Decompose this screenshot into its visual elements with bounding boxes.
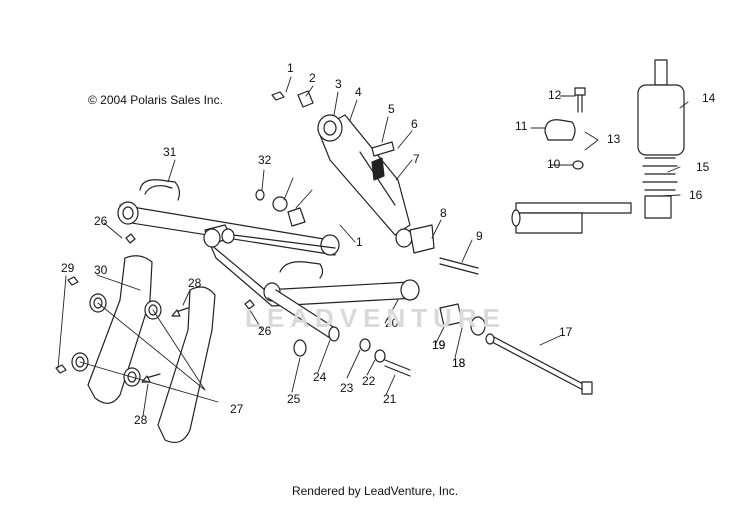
callout-18: 18 <box>452 356 466 370</box>
callout-24: 24 <box>313 370 327 384</box>
callout-4: 4 <box>355 85 362 99</box>
callout-17: 17 <box>559 325 573 339</box>
callout-28: 28 <box>188 276 202 290</box>
rear-arm-assembly <box>203 224 420 342</box>
leader-lines <box>57 76 689 417</box>
callout-2: 2 <box>309 71 316 85</box>
copyright-text: © 2004 Polaris Sales Inc. <box>88 93 223 107</box>
shock-upper-right <box>511 59 685 234</box>
callout-25: 25 <box>287 392 301 406</box>
callout-21: 21 <box>383 392 397 406</box>
callout-19: 19 <box>432 338 446 352</box>
footer-credit: Rendered by LeadVenture, Inc. <box>291 484 459 498</box>
callout-1: 1 <box>287 61 294 75</box>
callout-10: 10 <box>547 157 561 171</box>
front-arm-assembly <box>117 179 340 256</box>
long-bolt <box>485 333 593 395</box>
callout-29: 29 <box>61 261 75 275</box>
callout-7: 7 <box>413 152 420 166</box>
hardware <box>55 90 486 383</box>
callout-16: 16 <box>689 188 703 202</box>
callout-26: 26 <box>94 214 108 228</box>
callout-15: 15 <box>696 160 710 174</box>
callout-30: 30 <box>94 263 108 277</box>
shock-absorber <box>317 114 413 248</box>
callout-11: 11 <box>515 119 528 133</box>
callout-5: 5 <box>388 102 395 116</box>
callout-1: 1 <box>356 235 363 249</box>
callout-14: 14 <box>702 91 716 105</box>
callout-31: 31 <box>163 145 177 159</box>
callout-3: 3 <box>335 77 342 91</box>
callout-20: 20 <box>385 316 399 330</box>
callout-32: 32 <box>258 153 272 167</box>
callout-8: 8 <box>440 206 447 220</box>
callout-19: 19 <box>432 338 446 352</box>
callout-13: 13 <box>607 132 621 146</box>
callout-18: 18 <box>452 356 466 370</box>
callout-27: 27 <box>230 402 244 416</box>
callout-12: 12 <box>548 88 562 102</box>
callout-26: 26 <box>258 324 272 338</box>
callout-6: 6 <box>411 117 418 131</box>
callout-28: 28 <box>134 413 148 427</box>
watermark: LEADVENTURE <box>245 303 507 333</box>
callout-23: 23 <box>340 381 354 395</box>
callout-9: 9 <box>476 229 483 243</box>
callout-22: 22 <box>362 374 376 388</box>
